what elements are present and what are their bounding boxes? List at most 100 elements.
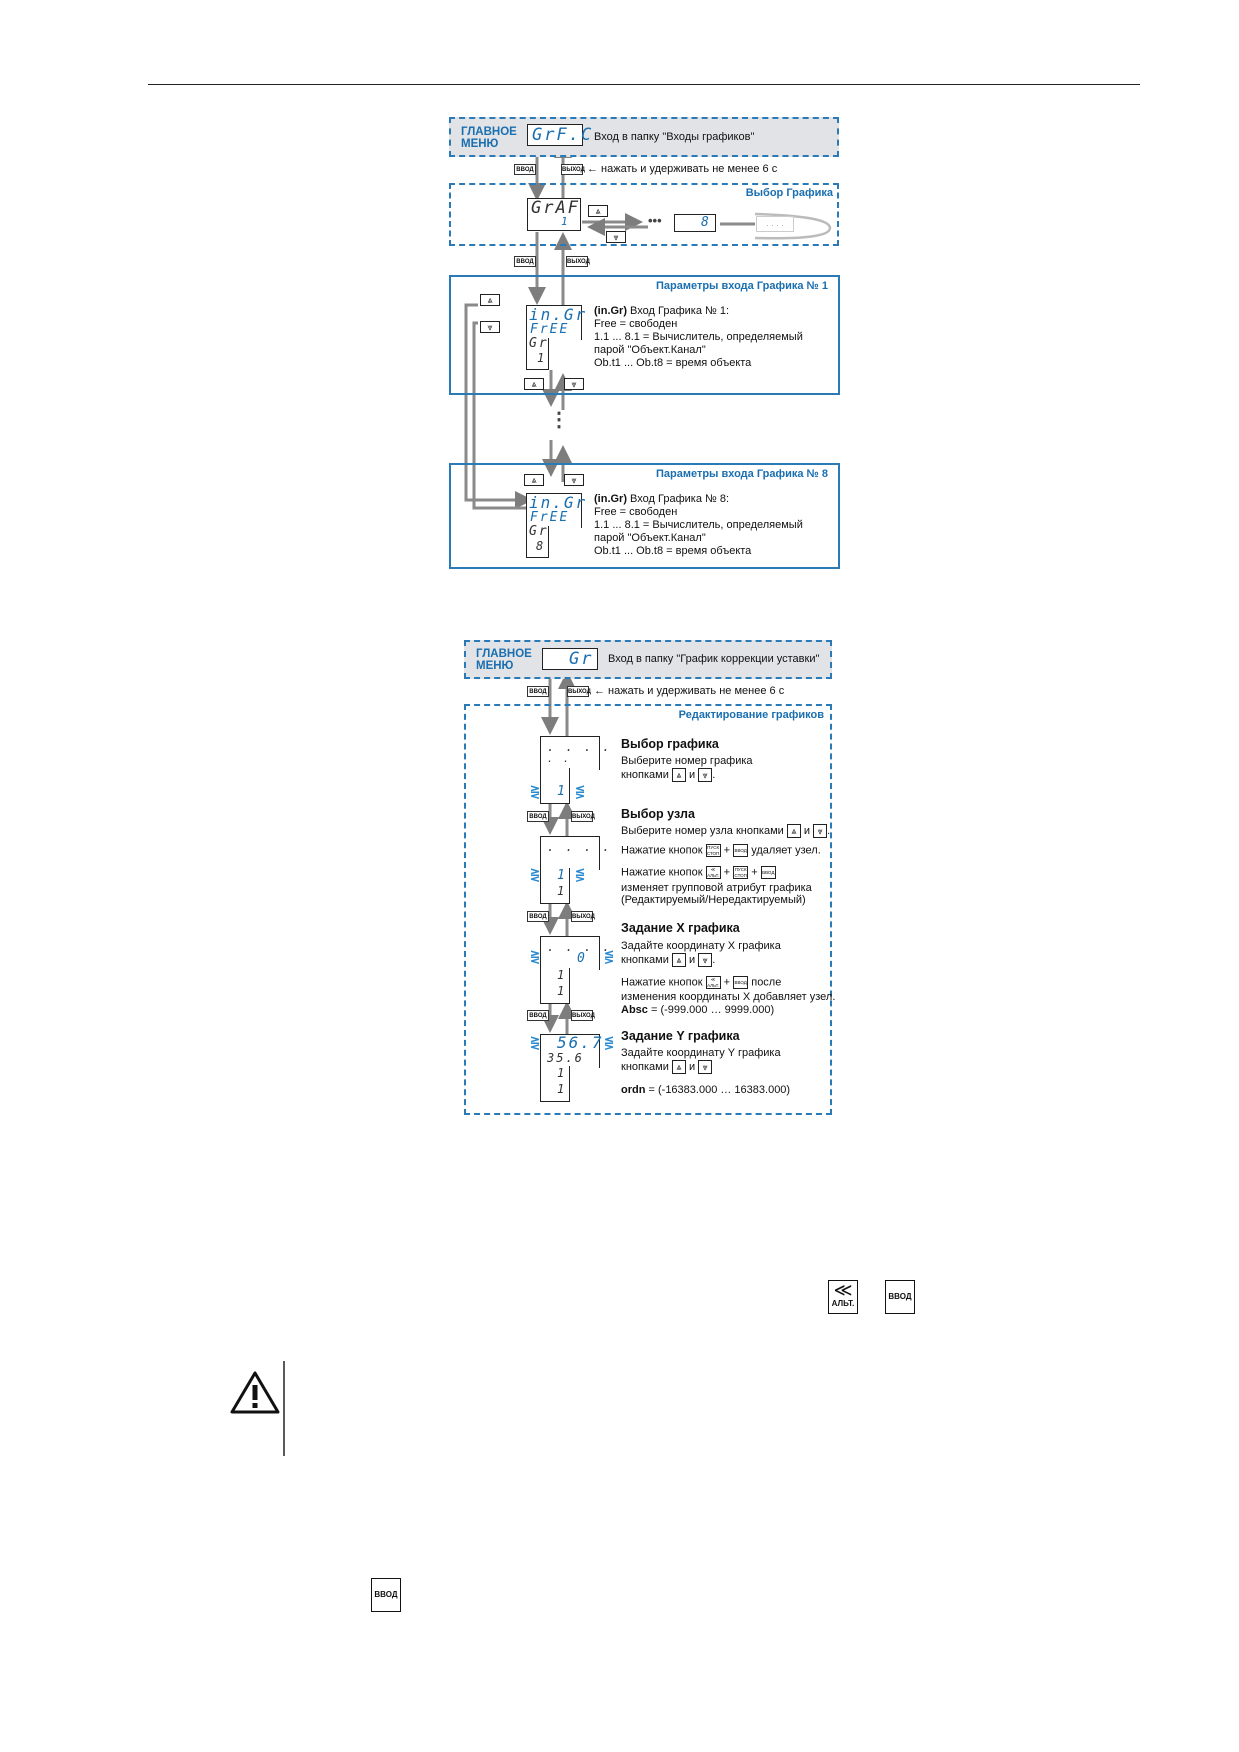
param1-num: 1 [537,351,547,365]
enter-key-2[interactable]: ВВОД [514,256,536,267]
enter-key-icon-3: ВВОД [733,976,749,989]
start-stop-bottom-2: СТОП [734,873,747,878]
alt-key-large-label: АЛЬТ. [831,1299,855,1308]
enter-key-large-2[interactable]: ВВОД [371,1578,401,1612]
param8-up-key[interactable]: ⩓ [524,474,544,486]
menu2-display: Gr [542,648,598,670]
param8-down-key[interactable]: ⩔ [564,474,584,486]
step4-display-mid: 35.6 [547,1051,584,1065]
step4-title: Задание Y графика [621,1029,740,1043]
menu2-display-text: Gr [569,649,594,669]
param1-up-key[interactable]: ⩓ [524,378,544,390]
enter-folder-text-2: Вход в папку "График коррекции уставки" [608,653,820,665]
blink-icon-left: ⋛ [530,785,541,799]
step3-display-bottom: 1 1 [540,968,570,1004]
step3-display-mid: 0 [577,951,587,966]
enter-key[interactable]: ВВОД [514,164,536,175]
exit-key-6[interactable]: ВЫХОД [571,1010,595,1021]
param8-free: FrEE [530,510,570,525]
step2-line5: (Редактируемый/Нередактируемый) [621,894,806,906]
hold-text-2: ← нажать и удерживать не менее 6 с [594,685,785,697]
down-key-icon-2: ⩔ [813,824,828,838]
step4-display-n1: 1 [557,1066,567,1080]
down-key-icon-3: ⩔ [698,953,713,967]
ellipsis: ••• [648,213,662,228]
param1-down-key[interactable]: ⩔ [564,378,584,390]
step2-display-bottom: 1 1 [540,868,570,904]
plus-sign-4: + [723,976,731,989]
plus-sign: + [723,844,731,857]
step2-line1: Выберите номер узла кнопками ⩓ и ⩔. [621,824,831,838]
ordn-label: ordn [621,1084,646,1096]
step4-line2-a: кнопками [621,1060,669,1073]
plus-sign-2: + [723,866,731,879]
step2-display-mid: 1 [557,868,567,883]
step1-line2-a: кнопками [621,768,669,781]
enter-key-5[interactable]: ВВОД [527,911,549,922]
param1-line-2: 1.1 ... 8.1 = Вычислитель, определяемый [594,331,803,343]
exit-key[interactable]: ВЫХОД [561,164,585,175]
step2-line4: изменяет групповой атрибут графика [621,882,812,894]
step4-display-bottom: 1 1 [540,1066,570,1102]
blink-icon-right-2: ⋚ [575,868,586,882]
step2-line2-a: Нажатие кнопок [621,844,703,857]
step3-line4: изменения координаты X добавляет узел. [621,991,836,1003]
exit-key-3[interactable]: ВЫХОД [567,686,591,697]
menu2-label-line1: ГЛАВНОЕ [476,648,532,660]
vertical-dots: ⋮ [549,409,569,431]
down-arrow-key[interactable]: ⩔ [606,231,626,243]
step2-line1-a: Выберите номер узла кнопками [621,824,784,837]
up-key-icon-3: ⩓ [671,953,686,967]
step1-title: Выбор графика [621,737,719,751]
param8-line-3: парой "Объект.Канал" [594,532,706,544]
param8-line-2: 1.1 ... 8.1 = Вычислитель, определяемый [594,519,803,531]
alt-key-large[interactable]: ≪ АЛЬТ. [828,1280,858,1314]
param-up-key[interactable]: ⩓ [480,294,500,306]
param1-free: FrEE [530,322,570,337]
step1-display-mid: . . [547,754,572,765]
step3-line2-a: кнопками [621,953,669,966]
plus-sign-3: + [751,866,758,879]
param1-line-1: Free = свободен [594,318,678,330]
enter-key-large[interactable]: ВВОД [885,1280,915,1314]
alt-key-icon-2: ≪АЛЬТ. [705,976,721,989]
exit-key-4[interactable]: ВЫХОД [571,811,595,822]
exit-key-5[interactable]: ВЫХОД [571,911,595,922]
step2-line3-a: Нажатие кнопок [621,866,703,879]
blink-icon-right-3: ⋚ [604,950,615,964]
step3-display-n1: 1 [557,968,567,982]
step1-line2-b: и [688,768,696,781]
step4-display-top: 56.7 35.6 [540,1033,602,1068]
select-graph-title: Выбор Графика [745,187,833,199]
param1-gr: Gr [529,336,549,351]
enter-key-4[interactable]: ВВОД [527,811,549,822]
main-menu-panel-2 [464,640,832,679]
graf-display: GrAF 1 [527,198,581,231]
menu-display: GrF.C [527,124,591,146]
step4-display-n2: 1 [557,1082,567,1096]
menu-label-line1: ГЛАВНОЕ [461,126,517,138]
step3-line5: Absc = (-999.000 … 9999.000) [621,1004,774,1017]
blink-icon-right-4: ⋚ [604,1036,615,1050]
absc-range: = (-999.000 … 9999.000) [647,1004,775,1016]
step1-display-bottom: 1 [540,768,570,804]
main-menu-label-2: ГЛАВНОЕ МЕНЮ [476,648,532,672]
step2-display-top: . . . . [540,836,610,870]
menu2-label-line2: МЕНЮ [476,660,514,672]
up-key-icon-2: ⩓ [786,824,801,838]
blink-icon-left-3: ⋛ [530,950,541,964]
up-arrow-key[interactable]: ⩓ [588,205,608,217]
exit-key-2[interactable]: ВЫХОД [566,256,590,267]
enter-key-3[interactable]: ВВОД [527,686,549,697]
param-down-key[interactable]: ⩔ [480,321,500,333]
step2-line2-b: удаляет узел. [751,844,821,857]
enter-key-6[interactable]: ВВОД [527,1010,549,1021]
alt-label: АЛЬТ. [707,873,720,878]
param1-ingr: in.Gr [529,305,588,324]
step4-line2-b: и [688,1060,696,1073]
param1-line-4: Ob.t1 ... Ob.t8 = время объекта [594,357,752,369]
step3-line1: Задайте координату X графика [621,940,781,952]
param8-ingr: in.Gr [529,493,588,512]
